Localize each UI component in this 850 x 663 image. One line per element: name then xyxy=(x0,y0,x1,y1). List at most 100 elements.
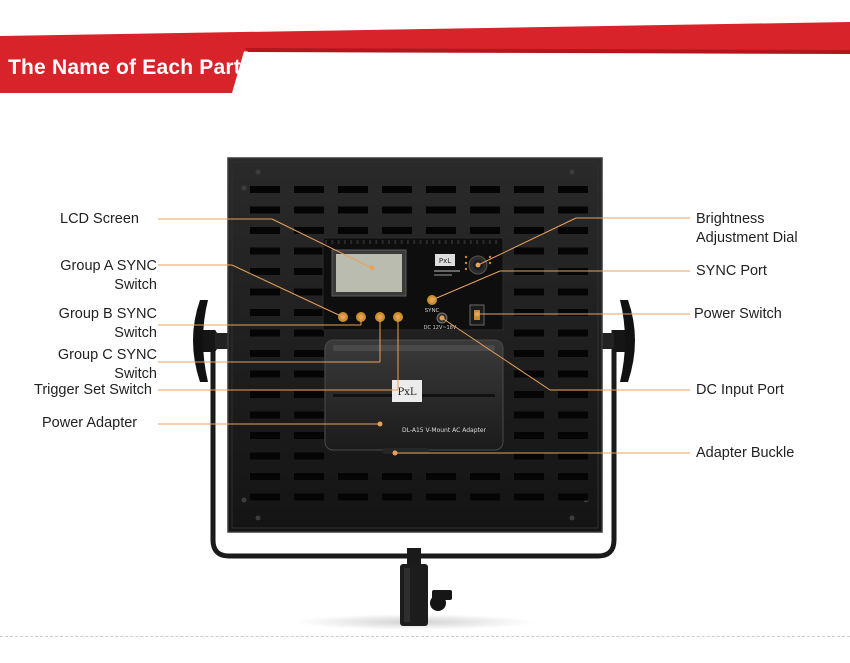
vent-slot xyxy=(470,473,500,480)
vent-slot xyxy=(294,411,324,419)
vent-slot xyxy=(294,493,324,501)
vent-slot xyxy=(250,227,280,234)
vent-slot xyxy=(294,288,324,296)
bezel-rib xyxy=(444,240,447,244)
bezel-rib xyxy=(476,240,479,244)
vent-slot xyxy=(470,227,500,234)
vent-slot xyxy=(294,432,324,439)
vent-slot xyxy=(250,268,280,275)
vent-slot xyxy=(250,329,280,337)
vent-slot xyxy=(558,206,588,214)
label-brightness-dial: Brightness Adjustment Dial xyxy=(696,210,798,248)
vent-slot xyxy=(294,370,324,378)
bezel-rib xyxy=(419,240,422,244)
vent-slot xyxy=(558,432,588,439)
footer-divider xyxy=(0,636,850,637)
label-power-switch: Power Switch xyxy=(694,306,782,322)
label-power-adapter: Power Adapter xyxy=(42,415,138,431)
bezel-rib xyxy=(362,240,365,244)
banner-stripe xyxy=(0,22,850,52)
label-lcd-screen: LCD Screen xyxy=(60,211,139,227)
vent-slot xyxy=(514,247,544,255)
label-group-a-sync: Group A SYNC Switch xyxy=(60,257,157,295)
vent-slot xyxy=(250,493,280,501)
vent-slot xyxy=(558,247,588,255)
vent-slot xyxy=(338,186,368,193)
label-line: Group A SYNC xyxy=(60,258,157,274)
vent-slot xyxy=(558,452,588,460)
label-dc-input: DC Input Port xyxy=(696,382,784,398)
adapter-logo xyxy=(392,380,422,402)
vent-slot xyxy=(294,309,324,316)
bezel-rib xyxy=(488,240,491,244)
bezel-rib xyxy=(495,240,498,244)
vent-slot xyxy=(250,473,280,480)
vent-slot xyxy=(382,493,412,501)
vent-slot xyxy=(558,350,588,357)
bezel-rib xyxy=(337,240,340,244)
bezel-rib xyxy=(394,240,397,244)
bezel-rib xyxy=(325,240,327,244)
vent-slot xyxy=(558,411,588,419)
vent-slot xyxy=(250,186,280,193)
vent-grid xyxy=(250,186,588,501)
label-line: Group B SYNC xyxy=(58,306,157,322)
vent-slot xyxy=(426,493,456,501)
right-knob xyxy=(600,300,635,382)
label-line: Switch xyxy=(114,325,157,341)
control-panel: PxL SYNC DC 12V~18V xyxy=(322,237,504,331)
vent-slot xyxy=(382,186,412,193)
bezel-rib xyxy=(463,240,466,244)
led-panel-illustration: PxL SYNC DC 12V~18V PxL DL- xyxy=(158,157,690,630)
vent-slot xyxy=(250,206,280,214)
lcd-display xyxy=(336,254,402,292)
vent-slot xyxy=(514,391,544,398)
bezel-rib xyxy=(331,240,334,244)
vent-slot xyxy=(514,329,544,337)
vent-slot xyxy=(514,473,544,480)
label-sync-port: SYNC Port xyxy=(696,263,767,279)
vent-slot xyxy=(426,206,456,214)
bezel-rib xyxy=(375,240,378,244)
bezel-rib xyxy=(343,240,346,244)
vent-slot xyxy=(558,309,588,316)
vent-slot xyxy=(426,473,456,480)
vent-slot xyxy=(514,432,544,439)
vent-slot xyxy=(250,309,280,316)
label-group-b-sync: Group B SYNC Switch xyxy=(59,305,157,343)
vent-slot xyxy=(514,309,544,316)
svg-text:PxL: PxL xyxy=(439,257,451,265)
header-banner xyxy=(0,22,850,93)
vent-slot xyxy=(514,227,544,234)
vent-slot xyxy=(470,206,500,214)
page-title: The Name of Each Part xyxy=(8,56,241,79)
svg-text:DL-A15 V-Mount AC Adapter: DL-A15 V-Mount AC Adapter xyxy=(402,427,487,434)
bezel-rib xyxy=(369,240,372,244)
vent-slot xyxy=(382,473,412,480)
vent-slot xyxy=(514,206,544,214)
label-adapter-buckle: Adapter Buckle xyxy=(696,445,795,461)
svg-text:DC 12V~18V: DC 12V~18V xyxy=(424,325,457,331)
label-trigger-set: Trigger Set Switch xyxy=(34,382,152,398)
vent-slot xyxy=(250,247,280,255)
svg-text:SYNC: SYNC xyxy=(425,308,440,314)
vent-slot xyxy=(294,247,324,255)
bezel-rib xyxy=(425,240,428,244)
label-line: Switch xyxy=(114,277,157,293)
vent-slot xyxy=(558,186,588,193)
vent-slot xyxy=(250,391,280,398)
bezel-rib xyxy=(400,240,403,244)
vent-slot xyxy=(514,350,544,357)
bezel-rib xyxy=(413,240,416,244)
vent-slot xyxy=(338,473,368,480)
bezel-rib xyxy=(388,240,390,244)
vent-slot xyxy=(558,227,588,234)
bezel-rib xyxy=(381,240,384,244)
vent-slot xyxy=(514,370,544,378)
vent-slot xyxy=(294,329,324,337)
bezel-rib xyxy=(406,240,409,244)
leader-lines xyxy=(158,217,690,454)
vent-slot xyxy=(514,452,544,460)
vent-slot xyxy=(558,493,588,501)
vent-slot xyxy=(250,288,280,296)
